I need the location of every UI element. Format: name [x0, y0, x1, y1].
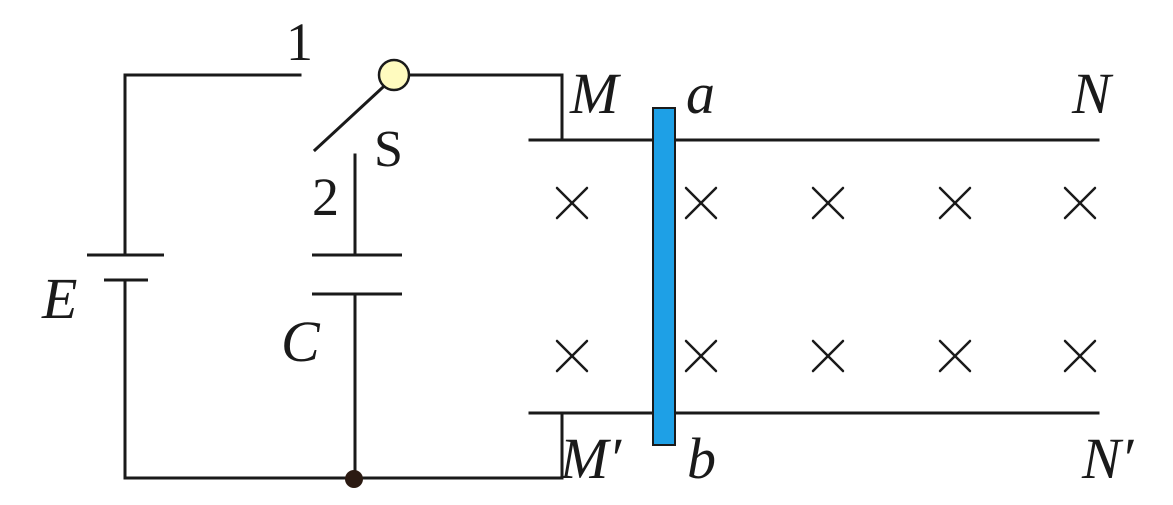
switch-blade: [312, 74, 397, 153]
wire-switch-to-rail-m: [392, 73, 564, 142]
field-cross-icon: [1063, 186, 1097, 220]
conducting-rod-ab: [652, 107, 676, 446]
label-capacitor-c: C: [281, 309, 321, 374]
switch-pivot: [377, 58, 411, 92]
field-cross-icon: [684, 339, 718, 373]
label-rail-m-prime: M′: [559, 426, 622, 491]
field-cross-icon: [938, 339, 972, 373]
label-rail-n-prime: N′: [1081, 426, 1135, 491]
wire-bottom: [123, 278, 564, 480]
wire-battery-to-terminal-1: [123, 73, 302, 257]
field-cross-icon: [811, 339, 845, 373]
field-cross-icon: [1063, 339, 1097, 373]
field-cross-icon: [684, 186, 718, 220]
label-rod-a: a: [686, 61, 715, 126]
label-terminal-2: 2: [312, 167, 339, 227]
junction-dot: [345, 470, 363, 488]
label-rail-n: N: [1071, 61, 1114, 126]
label-rod-b: b: [687, 426, 716, 491]
label-terminal-1: 1: [286, 12, 313, 72]
field-cross-icon: [811, 186, 845, 220]
label-rail-m: M: [569, 61, 621, 126]
magnetic-field: [555, 186, 1097, 373]
label-switch-s: S: [374, 121, 403, 178]
field-cross-icon: [555, 186, 589, 220]
field-cross-icon: [555, 339, 589, 373]
field-cross-icon: [938, 186, 972, 220]
label-battery-e: E: [41, 266, 77, 331]
